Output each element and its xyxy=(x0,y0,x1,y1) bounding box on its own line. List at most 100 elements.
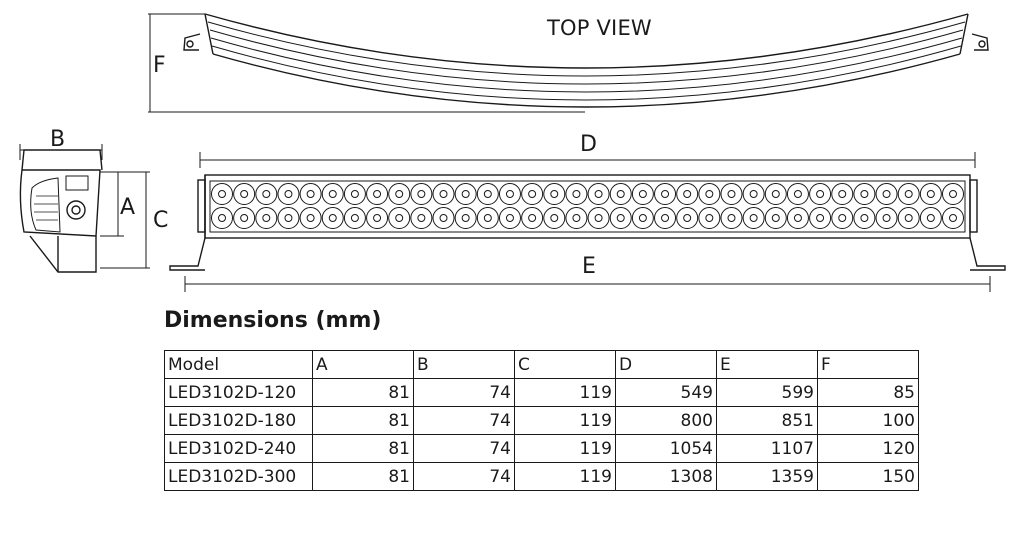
led-lens xyxy=(277,207,300,229)
led-emitter xyxy=(771,190,780,198)
cell-f: 150 xyxy=(817,462,919,491)
led-lens xyxy=(543,207,566,229)
led-lens xyxy=(742,207,765,229)
led-lens xyxy=(454,207,477,229)
led-emitter xyxy=(461,190,470,198)
cell-a: 81 xyxy=(312,462,414,491)
led-emitter xyxy=(483,214,492,222)
led-lens xyxy=(919,183,942,205)
led-emitter xyxy=(395,190,404,198)
led-lens xyxy=(521,183,544,205)
led-lens xyxy=(498,207,521,229)
led-lens xyxy=(809,183,832,205)
led-emitter xyxy=(350,190,359,198)
led-emitter xyxy=(328,214,337,222)
led-emitter xyxy=(816,190,825,198)
led-lens xyxy=(565,207,588,229)
led-lens xyxy=(476,207,499,229)
led-lens xyxy=(942,207,964,229)
led-emitter xyxy=(904,214,913,222)
cell-e: 851 xyxy=(716,406,818,435)
cell-d: 1308 xyxy=(615,462,717,491)
led-emitter xyxy=(373,190,382,198)
led-array xyxy=(211,183,964,229)
led-emitter xyxy=(483,190,492,198)
dimension-label-f: F xyxy=(153,53,166,78)
led-lens xyxy=(410,207,433,229)
led-emitter xyxy=(749,214,758,222)
led-lens xyxy=(233,183,256,205)
cell-f: 100 xyxy=(817,406,919,435)
led-emitter xyxy=(328,190,337,198)
table-row: LED3102D-240 81 74 119 1054 1107 120 xyxy=(164,434,919,463)
led-lens xyxy=(631,183,654,205)
led-emitter xyxy=(395,214,404,222)
led-lens xyxy=(255,183,278,205)
cell-f: 120 xyxy=(817,434,919,463)
led-lens xyxy=(609,183,632,205)
led-emitter xyxy=(439,190,448,198)
led-lens xyxy=(720,207,743,229)
cell-model: LED3102D-180 xyxy=(164,406,313,435)
led-emitter xyxy=(838,190,847,198)
led-emitter xyxy=(284,214,293,222)
led-lens xyxy=(366,207,389,229)
dimensions-table: Model A B C D E F LED3102D-120 81 74 119… xyxy=(164,350,919,491)
led-emitter xyxy=(683,190,692,198)
led-emitter xyxy=(860,190,869,198)
led-emitter xyxy=(528,190,537,198)
led-emitter xyxy=(505,214,514,222)
cell-b: 74 xyxy=(413,378,515,407)
led-lens xyxy=(321,183,344,205)
led-emitter xyxy=(661,190,670,198)
led-lens xyxy=(277,183,300,205)
led-emitter xyxy=(262,190,271,198)
led-emitter xyxy=(572,190,581,198)
led-emitter xyxy=(262,214,271,222)
led-emitter xyxy=(439,214,448,222)
led-emitter xyxy=(727,190,736,198)
cell-e: 1107 xyxy=(716,434,818,463)
led-emitter xyxy=(240,214,249,222)
led-lens xyxy=(897,207,920,229)
led-lens xyxy=(853,207,876,229)
header-e: E xyxy=(716,350,818,379)
led-emitter xyxy=(572,214,581,222)
dimension-e-lines xyxy=(184,276,991,292)
led-lens xyxy=(432,183,455,205)
dimension-c-lines xyxy=(100,171,150,269)
led-lens xyxy=(587,183,610,205)
led-emitter xyxy=(638,190,647,198)
led-emitter xyxy=(528,214,537,222)
cell-e: 1359 xyxy=(716,462,818,491)
led-emitter xyxy=(793,190,802,198)
led-emitter xyxy=(461,214,470,222)
led-lens xyxy=(432,207,455,229)
front-view-bar xyxy=(169,174,1006,271)
led-emitter xyxy=(417,190,426,198)
led-emitter xyxy=(505,190,514,198)
top-view-label: TOP VIEW xyxy=(547,16,652,40)
led-lens xyxy=(631,207,654,229)
led-lens xyxy=(299,207,322,229)
cell-model: LED3102D-300 xyxy=(164,462,313,491)
dimension-b-lines xyxy=(19,144,103,160)
led-emitter xyxy=(882,190,891,198)
dimensions-title: Dimensions (mm) xyxy=(164,308,382,333)
led-lens xyxy=(476,183,499,205)
led-lens xyxy=(565,183,588,205)
led-lens xyxy=(521,207,544,229)
led-lens xyxy=(343,207,366,229)
led-emitter xyxy=(616,214,625,222)
led-lens xyxy=(609,207,632,229)
cell-d: 549 xyxy=(615,378,717,407)
header-a: A xyxy=(312,350,414,379)
cell-f: 85 xyxy=(817,378,919,407)
cell-a: 81 xyxy=(312,378,414,407)
led-emitter xyxy=(594,214,603,222)
led-lens xyxy=(454,183,477,205)
led-lens xyxy=(786,207,809,229)
led-emitter xyxy=(616,190,625,198)
cell-model: LED3102D-120 xyxy=(164,378,313,407)
led-lens xyxy=(942,183,964,205)
